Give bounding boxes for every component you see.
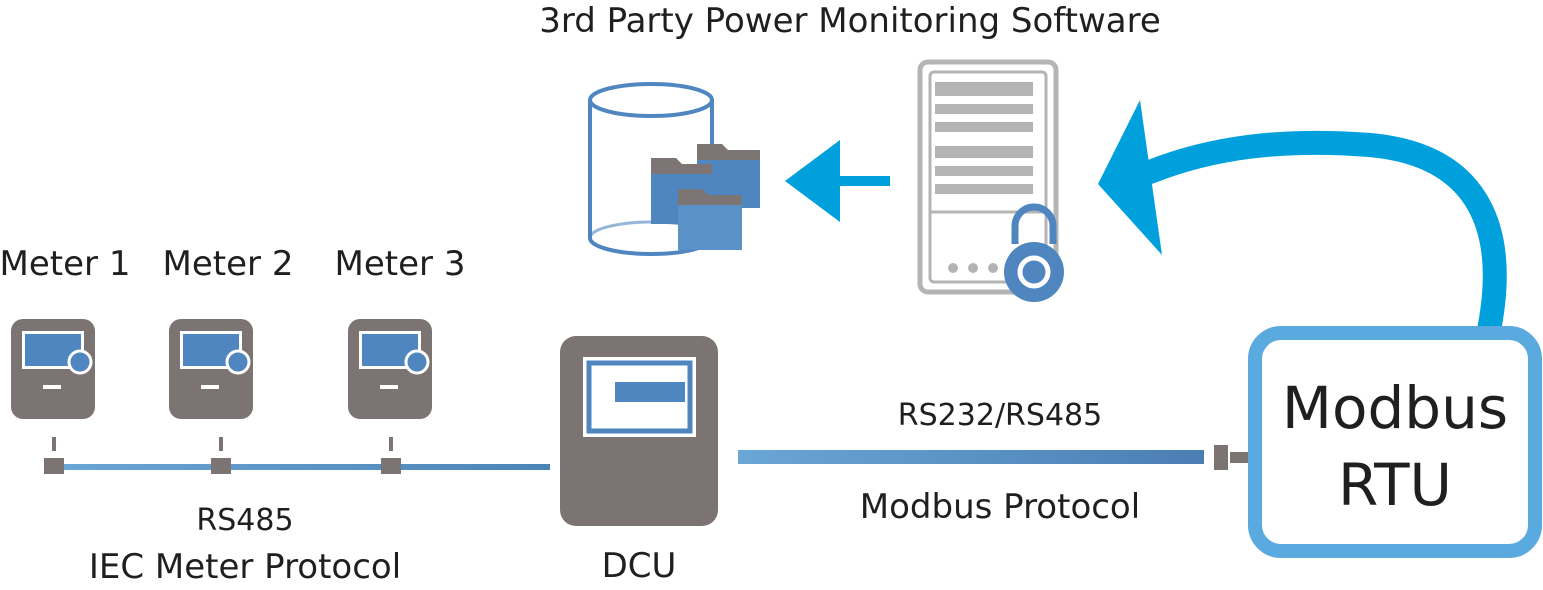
meter-2-icon xyxy=(169,319,253,419)
modbus-rtu-box xyxy=(1248,326,1542,558)
meter-3-icon xyxy=(348,319,432,419)
software-title: 3rd Party Power Monitoring Software xyxy=(539,1,1161,41)
dcu-icon xyxy=(560,336,718,526)
database-icon xyxy=(588,82,714,256)
rtu-label-line2: RTU xyxy=(1338,451,1452,519)
link-label: RS232/RS485 xyxy=(898,398,1102,433)
folder-icon xyxy=(651,144,760,250)
lock-icon xyxy=(1004,203,1064,302)
meter-1-label: Meter 1 xyxy=(0,244,130,284)
meter-2-label: Meter 2 xyxy=(163,244,294,284)
bus-label: RS485 xyxy=(196,503,293,538)
arrow-left-icon xyxy=(785,140,890,222)
meter-3-label: Meter 3 xyxy=(335,244,466,284)
bus-protocol-label: IEC Meter Protocol xyxy=(89,547,401,585)
modbus-link xyxy=(738,445,1250,470)
dcu-label: DCU xyxy=(602,546,677,585)
rs485-bus xyxy=(44,437,550,474)
curved-arrow-icon xyxy=(1098,100,1507,347)
meter-1-icon xyxy=(11,319,95,419)
server-icon xyxy=(917,59,1059,295)
rtu-label-line1: Modbus xyxy=(1282,374,1508,442)
link-protocol-label: Modbus Protocol xyxy=(860,487,1140,527)
